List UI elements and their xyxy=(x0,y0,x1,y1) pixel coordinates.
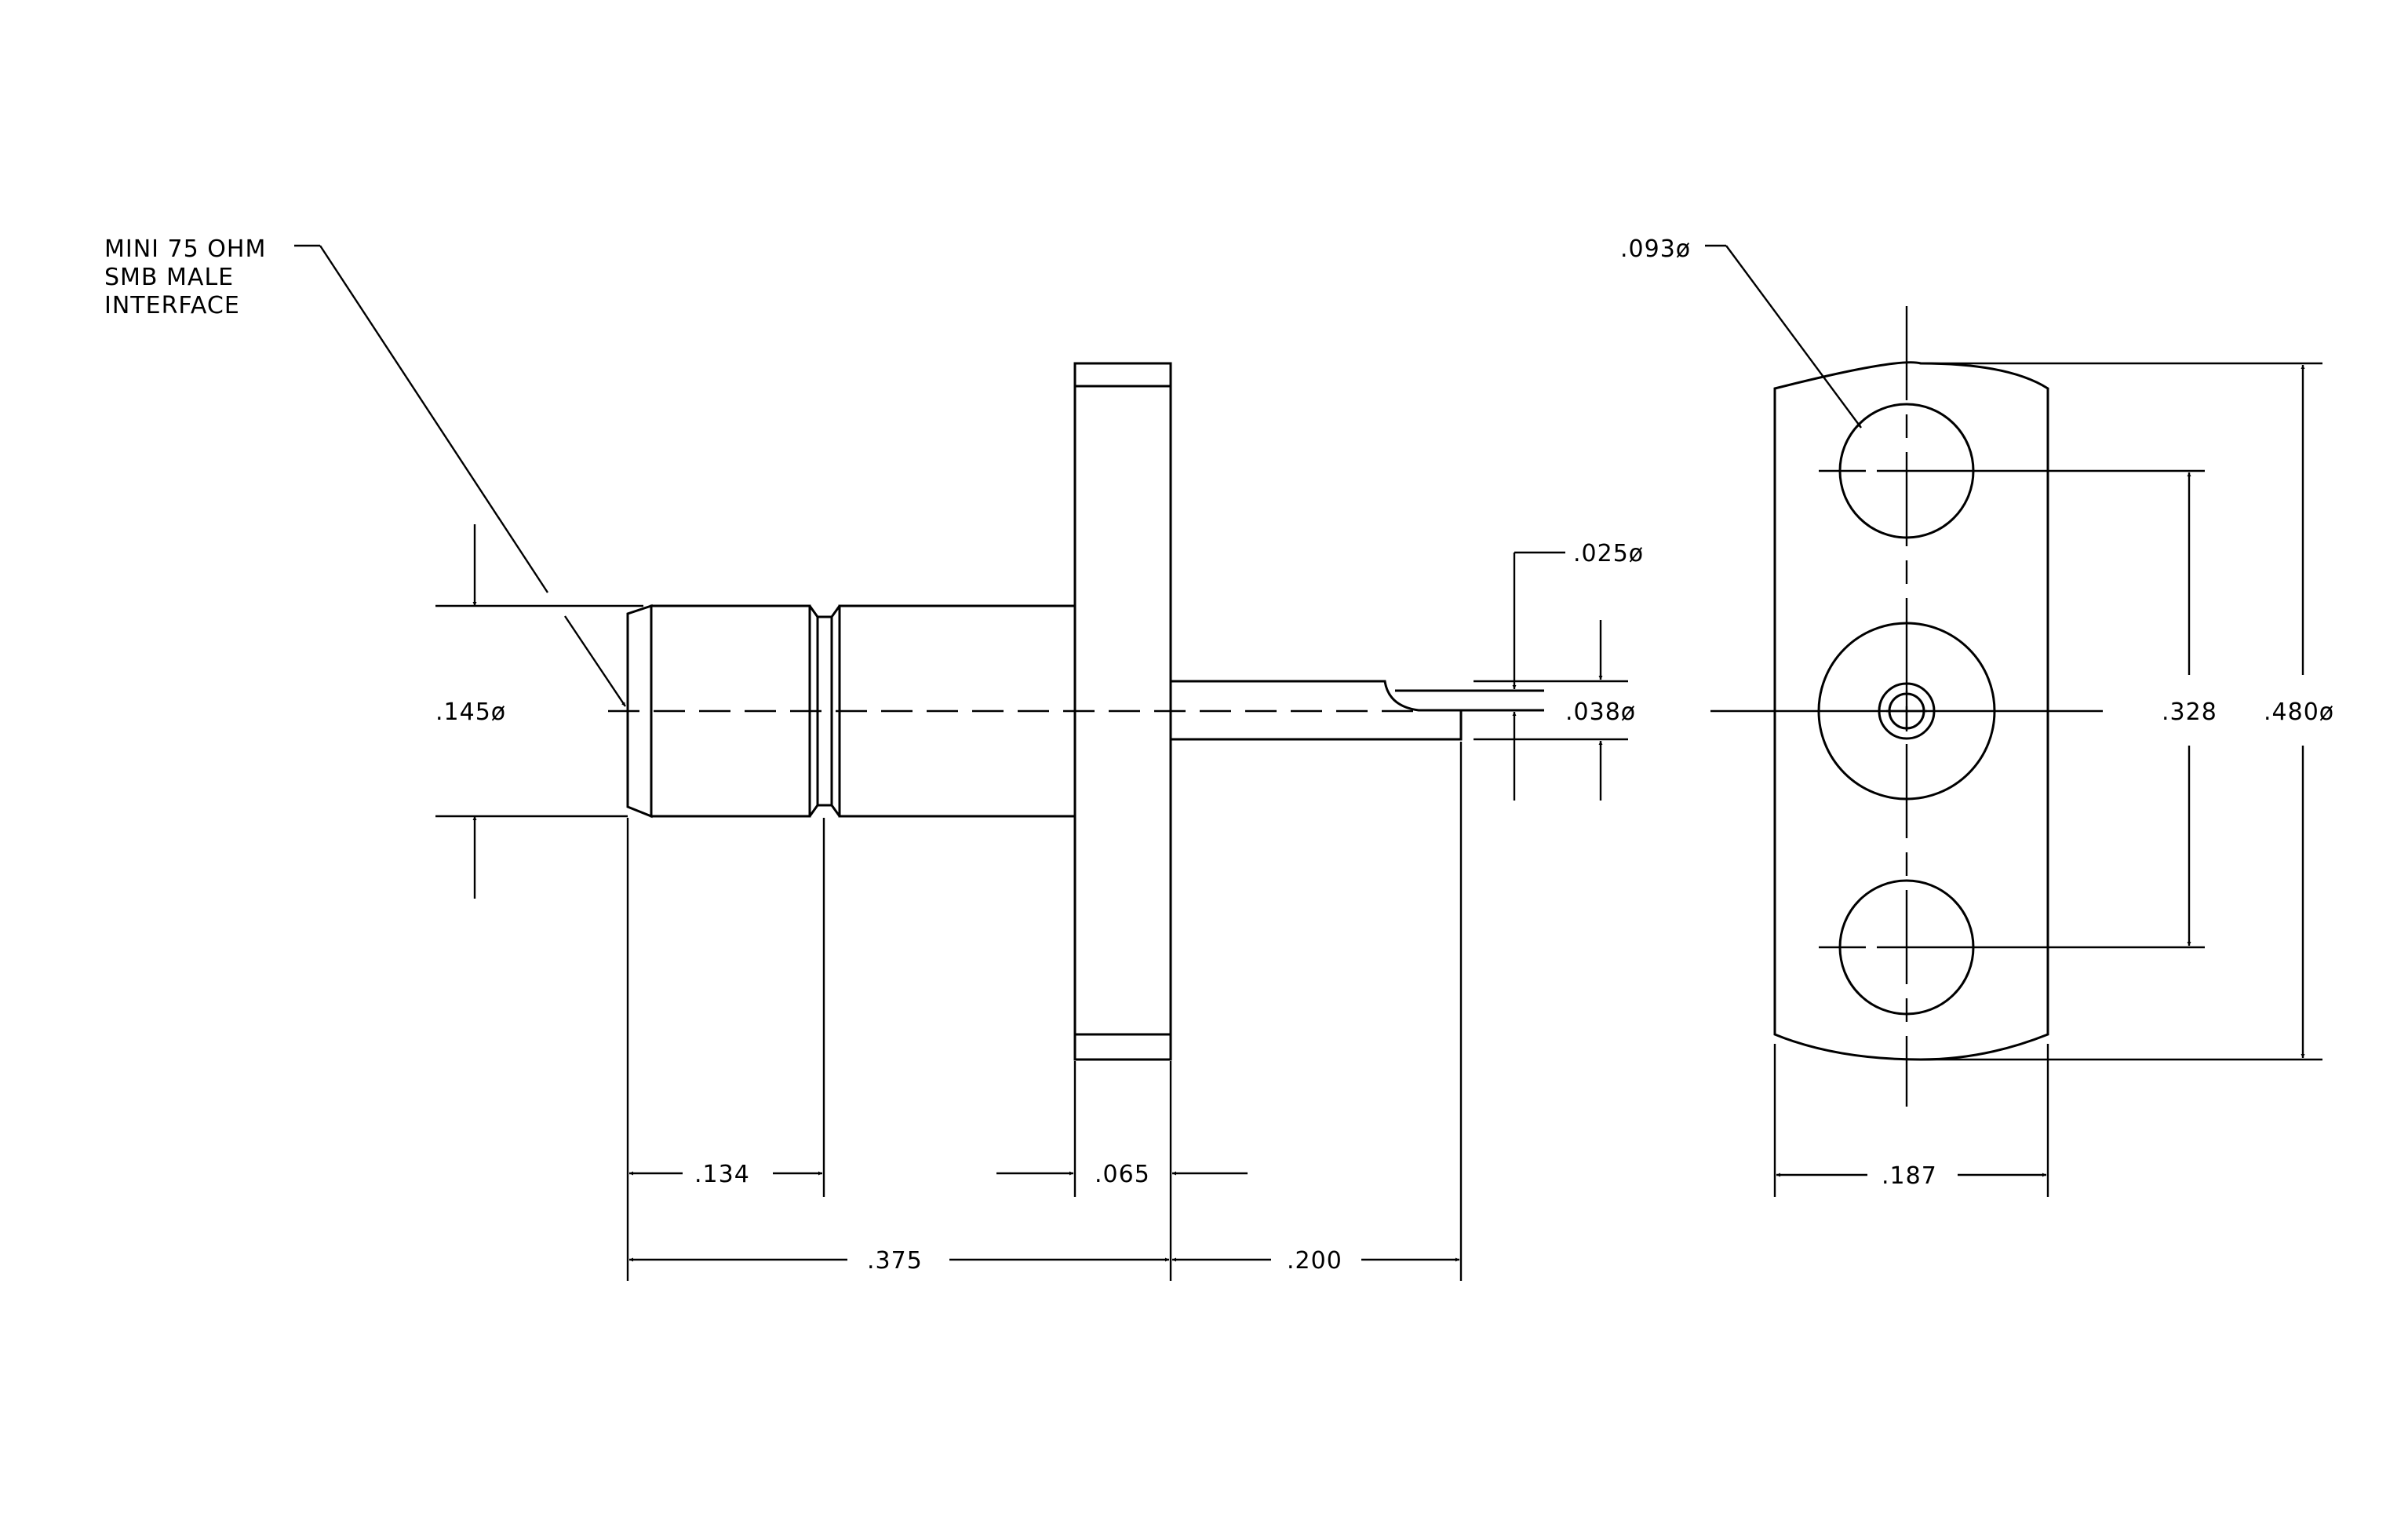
dim-pin-tip-diameter: .025ø xyxy=(1512,540,1644,801)
dim-pin-diameter: .038ø xyxy=(1565,620,1636,801)
pin-tip-diameter-label: .025ø xyxy=(1573,540,1644,567)
pin-diameter-label: .038ø xyxy=(1565,698,1636,726)
dim-flange-width: .187 xyxy=(1776,1162,2046,1190)
hole-spacing-label: .328 xyxy=(2162,698,2217,726)
dim-hole-diameter: .093ø xyxy=(1620,235,1862,429)
dim-body-diameter: .145ø xyxy=(435,524,506,899)
dim-pin-length: .200 xyxy=(1172,1247,1459,1275)
groove xyxy=(808,605,841,817)
body-diameter-label: .145ø xyxy=(435,698,506,726)
side-extension-lines xyxy=(435,604,1628,1281)
note-line-1: MINI 75 OHM xyxy=(104,235,266,263)
end-view xyxy=(1710,306,2205,1107)
side-view xyxy=(608,362,1544,1061)
interface-length-label: .134 xyxy=(694,1161,750,1188)
end-extension-lines xyxy=(1773,362,2322,1197)
note-line-3: INTERFACE xyxy=(104,292,240,319)
dim-interface-length: .134 xyxy=(629,1161,822,1188)
dim-flange-height: .480ø xyxy=(2264,365,2334,1058)
note-line-2: SMB MALE xyxy=(104,264,234,291)
flange-thickness-label: .065 xyxy=(1095,1161,1150,1188)
pin xyxy=(1169,680,1463,741)
dim-overall-length: .375 xyxy=(629,1247,1169,1275)
dim-hole-spacing: .328 xyxy=(2162,472,2217,946)
flange-width-label: .187 xyxy=(1882,1162,1937,1190)
overall-length-label: .375 xyxy=(867,1247,923,1275)
hole-diameter-label: .093ø xyxy=(1620,235,1691,263)
pin-length-label: .200 xyxy=(1287,1247,1342,1275)
dim-flange-thickness: .065 xyxy=(996,1161,1248,1188)
flange-height-label: .480ø xyxy=(2264,698,2334,726)
note-callout: MINI 75 OHM SMB MALE INTERFACE xyxy=(104,235,626,707)
